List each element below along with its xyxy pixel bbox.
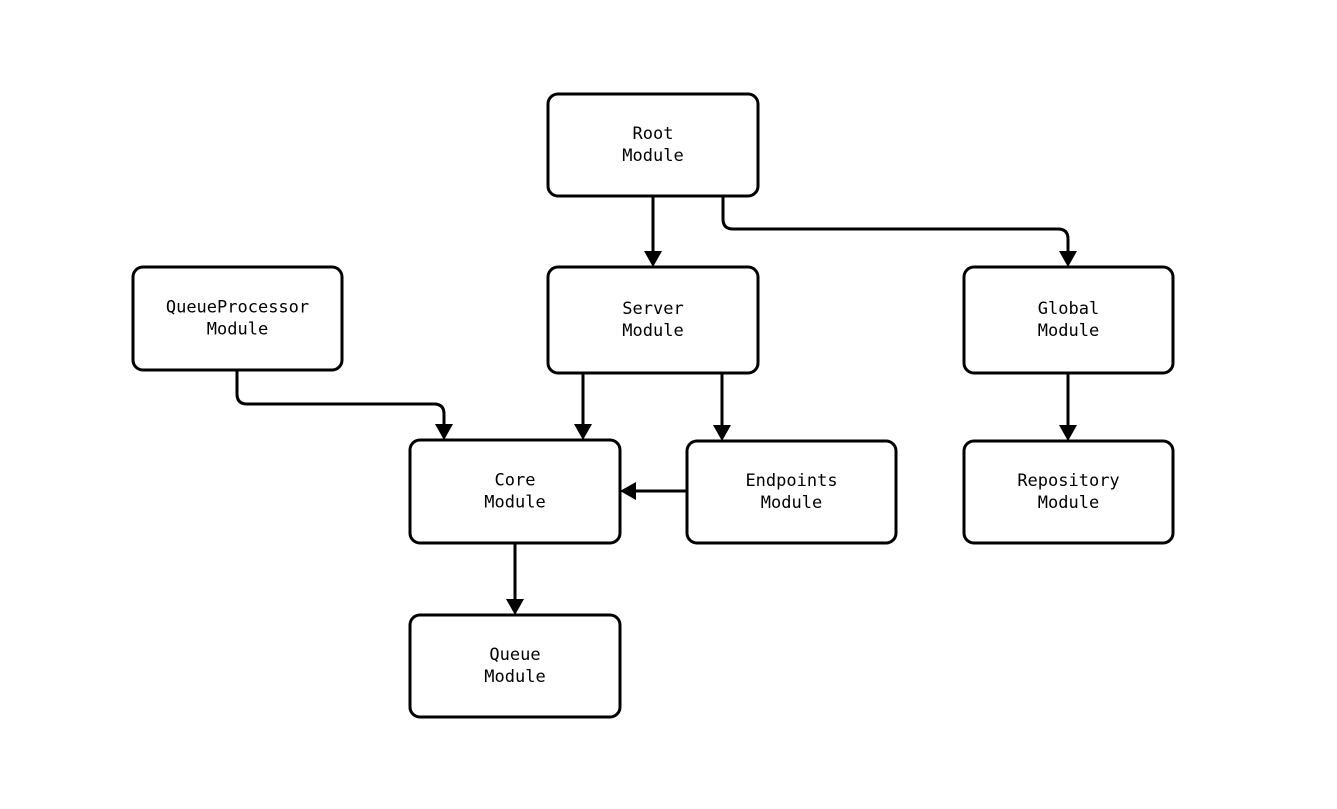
nodes-layer: RootModuleQueueProcessorModuleServerModu… bbox=[131, 92, 1175, 719]
node-label-line2: Module bbox=[1038, 321, 1099, 341]
edge-queueprocessor-core bbox=[235, 370, 453, 440]
edge-server-core bbox=[574, 373, 592, 440]
arrow-head-icon bbox=[620, 482, 636, 500]
node-label-line1: Endpoints bbox=[745, 471, 837, 491]
node-label-line2: Module bbox=[1038, 493, 1099, 513]
edge-server-endpoints bbox=[713, 373, 731, 441]
node-box[interactable] bbox=[546, 265, 760, 375]
node-label-line2: Module bbox=[484, 493, 545, 513]
arrow-head-icon bbox=[1059, 251, 1077, 267]
arrow-head-icon bbox=[506, 599, 524, 615]
arrow-head-icon bbox=[644, 251, 662, 267]
node-label-line1: Queue bbox=[489, 645, 540, 665]
edge-line bbox=[721, 196, 1070, 255]
node-label-line2: Module bbox=[761, 493, 822, 513]
edge-root-server bbox=[644, 196, 662, 267]
node-label-line1: Server bbox=[622, 299, 683, 319]
node-label-line2: Module bbox=[622, 321, 683, 341]
node-label-line2: Module bbox=[622, 146, 683, 166]
edge-global-repository bbox=[1059, 373, 1077, 441]
node-box[interactable] bbox=[131, 265, 344, 372]
node-label-line1: Global bbox=[1038, 299, 1099, 319]
node-box[interactable] bbox=[962, 265, 1175, 375]
node-label-line1: Core bbox=[495, 471, 536, 491]
node-label-line2: Module bbox=[207, 320, 268, 340]
arrow-head-icon bbox=[574, 424, 592, 440]
arrow-head-icon bbox=[435, 424, 453, 440]
node-box[interactable] bbox=[685, 439, 898, 545]
edge-root-global bbox=[721, 196, 1077, 267]
node-box[interactable] bbox=[408, 613, 622, 719]
node-box[interactable] bbox=[962, 439, 1175, 545]
node-label-line1: Root bbox=[633, 124, 674, 144]
edge-line bbox=[235, 370, 446, 428]
arrow-head-icon bbox=[1059, 425, 1077, 441]
edge-core-queue bbox=[506, 543, 524, 615]
node-label-line1: Repository bbox=[1017, 471, 1119, 491]
node-label-line1: QueueProcessor bbox=[166, 298, 309, 318]
edges-layer bbox=[235, 196, 1077, 615]
edge-endpoints-core bbox=[620, 482, 687, 500]
node-label-line2: Module bbox=[484, 667, 545, 687]
node-box[interactable] bbox=[408, 438, 622, 545]
node-box[interactable] bbox=[546, 92, 760, 198]
arrow-head-icon bbox=[713, 425, 731, 441]
